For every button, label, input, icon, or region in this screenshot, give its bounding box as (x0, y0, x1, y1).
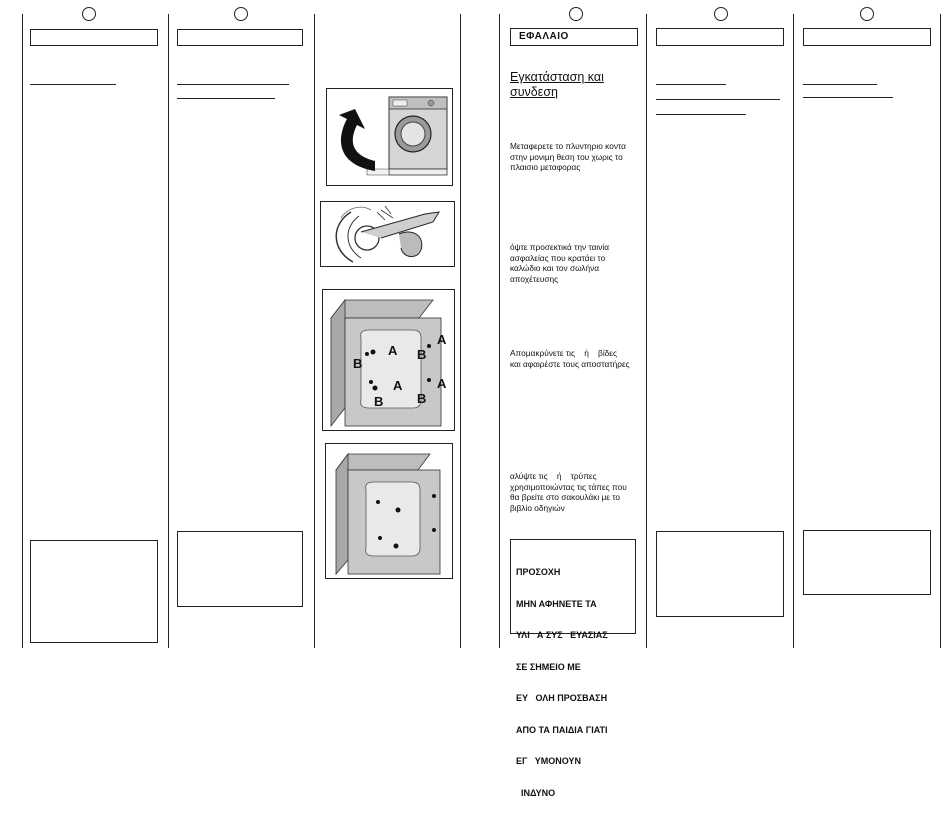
column-rule (646, 14, 647, 648)
warning-line: ΜΗΝ ΑΦΗΝΕΤΕ ΤΑ (516, 598, 597, 609)
title-underline (656, 84, 726, 85)
callout-b: B (417, 391, 427, 406)
warning-line: ΕΥ ΟΛΗ ΠΡΟΣΒΑΣΗ (516, 693, 608, 703)
warning-box: ΠΡΟΣΟΧΗ ΜΗΝ ΑΦΗΝΕΤΕ ΤΑ ΥΛΙ Α ΣΥΣ ΕΥΑΣΙΑΣ… (510, 539, 636, 798)
warning-box (656, 531, 784, 617)
section-title: Εγκατάσταση και συνδεση (510, 70, 604, 99)
illustration-back-bolts (322, 289, 455, 431)
callout-a: A (437, 376, 447, 391)
callout-a: A (437, 332, 447, 347)
title-underline (177, 84, 289, 85)
callout-b: B (417, 347, 427, 362)
instruction-paragraph: Μεταφερετε το πλυντηριο κοντα στην μονιμ… (510, 141, 626, 172)
instruction-paragraph: αλύψτε τις ή τρύπες χρησιμοποιώντας τις … (510, 471, 630, 513)
language-marker (714, 7, 728, 21)
title-underline (30, 84, 116, 85)
title-underline (177, 98, 275, 99)
warning-box (803, 530, 931, 595)
chapter-heading-box (803, 28, 931, 46)
chapter-heading-box: ΕΦΑΛΑΙΟ (510, 28, 638, 46)
callout-b: B (353, 356, 363, 371)
illustration-back-plugs (325, 443, 453, 579)
title-underline (803, 84, 877, 85)
title-underline (656, 99, 780, 100)
warning-box (177, 531, 303, 607)
warning-box (30, 540, 158, 643)
illustration-remove-strap (320, 201, 455, 267)
chapter-heading-box (177, 29, 303, 46)
instruction-paragraph: όψτε προσεκτικά την ταινία ασφαλείας που… (510, 242, 612, 284)
warning-line: ΠΡΟΣΟΧΗ (516, 567, 561, 577)
chapter-heading-box (656, 28, 784, 46)
column-rule (940, 14, 941, 648)
column-rule (314, 14, 315, 648)
warning-line: ΥΛΙ Α ΣΥΣ ΕΥΑΣΙΑΣ (516, 630, 608, 640)
language-marker (569, 7, 583, 21)
column-rule (168, 14, 169, 648)
language-marker (234, 7, 248, 21)
title-underline (803, 97, 893, 98)
illustration-carry (326, 88, 453, 186)
warning-line: ΙΝΔΥΝΟ (516, 787, 556, 798)
chapter-heading-box (30, 29, 158, 46)
callout-a: A (393, 378, 403, 393)
warning-text: ΠΡΟΣΟΧΗ ΜΗΝ ΑΦΗΝΕΤΕ ΤΑ ΥΛΙ Α ΣΥΣ ΕΥΑΣΙΑΣ… (516, 546, 634, 819)
column-rule (460, 14, 461, 648)
column-rule (499, 14, 500, 648)
title-underline (656, 114, 746, 115)
warning-line: ΑΠΟ ΤΑ ΠΑΙΔΙΑ ΓΙΑΤΙ (516, 724, 608, 735)
callout-b: B (374, 394, 384, 409)
language-marker (82, 7, 96, 21)
warning-line: ΕΓ ΥΜΟΝΟΥΝ (516, 756, 582, 766)
column-rule (22, 14, 23, 648)
language-marker (860, 7, 874, 21)
chapter-heading: ΕΦΑΛΑΙΟ (519, 31, 569, 42)
column-rule (793, 14, 794, 648)
callout-a: A (388, 343, 398, 358)
instruction-paragraph: Απομακρύνετε τις ή βίδες και αφαιρέστε τ… (510, 348, 634, 369)
